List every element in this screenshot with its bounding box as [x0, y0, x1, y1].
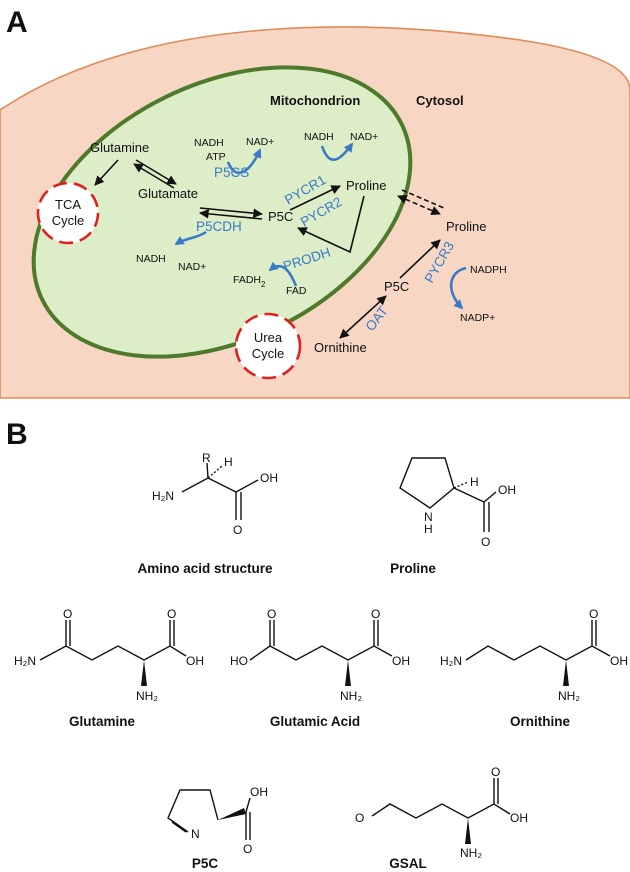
nadplus-p5cdh: NAD+ [178, 261, 206, 273]
p5c-cyto-label: P5C [384, 279, 409, 294]
proline-atom-h: H [470, 475, 479, 489]
arrow-p5c-glutamate [199, 209, 263, 220]
nadplus-pycr1: NAD+ [350, 131, 378, 143]
caption-glutamic-acid: Glutamic Acid [270, 714, 360, 729]
ornithine-label: Ornithine [314, 340, 367, 355]
glutamine-atom-oh: OH [186, 654, 204, 668]
arrow-p5c-proline-cyto [399, 239, 441, 279]
tca-cycle-circle [36, 181, 100, 245]
caption-p5c: P5C [192, 856, 219, 871]
glutamic-atom-o2: O [371, 607, 380, 621]
p5c-structure: N OH O [167, 785, 268, 856]
caption-ornithine: Ornithine [510, 714, 570, 729]
enzyme-p5cs: P5CS [214, 165, 249, 180]
glutamic-atom-nh2: NH₂ [340, 689, 362, 703]
gsal-atom-oh: OH [510, 811, 528, 825]
proline-atom-o: O [481, 535, 490, 549]
proline-atom-nh: H [424, 522, 433, 536]
p5c-atom-o: O [243, 842, 252, 856]
glutamine-label: Glutamine [90, 140, 149, 155]
blue-arrow-pycr1 [320, 142, 354, 161]
caption-proline: Proline [390, 561, 436, 576]
atom-r: R [202, 451, 211, 465]
ornithine-atom-h2n: H₂N [440, 654, 462, 668]
arrow-ornithine-p5c [339, 295, 387, 339]
proline-cyto-label: Proline [446, 219, 486, 234]
gsal-structure: O O OH NH₂ [355, 765, 528, 860]
ornithine-structure: H₂N O OH NH₂ [440, 607, 628, 703]
nadh-p5cdh: NADH [136, 253, 166, 265]
gsal-atom-nh2: NH₂ [460, 846, 482, 860]
nadpplus-pycr3: NADP+ [460, 312, 495, 324]
caption-gsal: GSAL [389, 856, 427, 871]
amino-acid-structure: R H H₂N OH O [152, 451, 278, 537]
glutamine-structure: H₂N O O OH NH₂ [14, 607, 204, 703]
atom-o: O [233, 523, 242, 537]
blue-arrow-p5cs [226, 148, 262, 175]
ornithine-atom-nh2: NH₂ [558, 689, 580, 703]
proline-structure: H OH O N H [399, 457, 516, 549]
caption-amino-acid: Amino acid structure [137, 561, 273, 576]
cytosol-label: Cytosol [416, 93, 464, 108]
gsal-atom-o1: O [355, 811, 364, 825]
blue-arrow-prodh [268, 261, 298, 287]
atom-h2n: H₂N [152, 489, 174, 503]
atom-oh: OH [260, 471, 278, 485]
panel-a-label: A [6, 6, 28, 39]
glutamic-atom-oh: OH [392, 654, 410, 668]
p5c-atom-n: N [191, 827, 200, 841]
nadh-pycr1: NADH [304, 131, 334, 143]
enzyme-p5cdh: P5CDH [196, 219, 242, 234]
fadh2-prodh: FADH2 [233, 274, 266, 289]
nadph-pycr3: NADPH [470, 264, 507, 276]
glutamine-atom-h2n: H₂N [14, 654, 36, 668]
glutamine-atom-o1: O [63, 607, 72, 621]
p5c-mito-label: P5C [268, 209, 293, 224]
glutamic-atom-o1: O [267, 607, 276, 621]
ornithine-atom-oh: OH [610, 654, 628, 668]
blue-arrow-pycr3 [449, 266, 467, 310]
proline-mito-label: Proline [346, 178, 386, 193]
arrow-p5c-proline [289, 185, 341, 211]
ornithine-atom-o: O [589, 607, 598, 621]
gsal-atom-o2: O [491, 765, 500, 779]
nadplus-p5cs: NAD+ [246, 136, 274, 148]
urea-cycle-label-1: Urea [254, 330, 283, 345]
caption-glutamine: Glutamine [69, 714, 136, 729]
glutamate-label: Glutamate [138, 186, 198, 201]
atp-p5cs: ATP [206, 151, 226, 163]
fad-prodh: FAD [286, 285, 307, 297]
blue-arrow-p5cdh [174, 230, 207, 246]
arrow-glutamine-tca [94, 159, 119, 186]
glutamine-atom-o2: O [167, 607, 176, 621]
mitochondrion-label: Mitochondrion [270, 93, 360, 108]
arrow-glutamate-p5c [199, 207, 263, 218]
tca-cycle-label-2: Cycle [52, 213, 85, 228]
arrow-proline-p5c-prodh [297, 195, 365, 254]
glutamic-acid-structure: HO O O OH NH₂ [230, 607, 410, 703]
proline-atom-oh: OH [498, 483, 516, 497]
urea-cycle-circle [234, 312, 302, 380]
panel-b-label: B [6, 418, 28, 451]
p5c-atom-oh: OH [250, 785, 268, 799]
glutamine-atom-nh2: NH₂ [136, 689, 158, 703]
proline-atom-n: N [424, 510, 433, 524]
nadh-p5cs: NADH [194, 137, 224, 149]
arrow-glutamate-glutamine [133, 163, 175, 189]
atom-h-alpha: H [224, 455, 233, 469]
glutamic-atom-ho: HO [230, 654, 248, 668]
tca-cycle-label-1: TCA [55, 197, 81, 212]
urea-cycle-label-2: Cycle [252, 346, 285, 361]
